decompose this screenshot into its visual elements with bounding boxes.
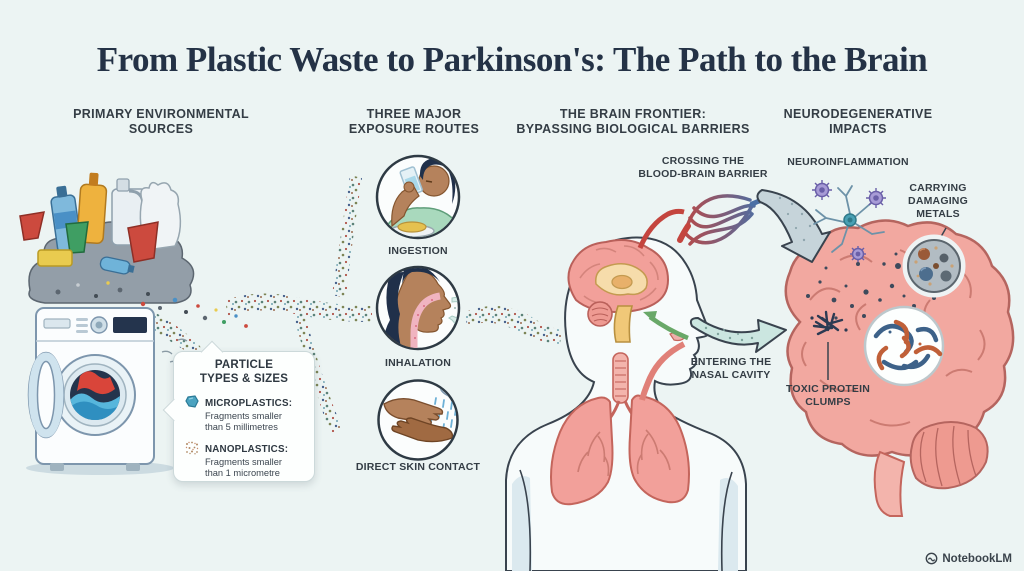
particle-types-callout: PARTICLE TYPES & SIZES MICROPLASTICS: Fr… (162, 340, 315, 482)
label-toxic-protein-clumps: TOXIC PROTEIN CLUMPS (785, 383, 871, 409)
human-head-cross-section-illustration (505, 208, 747, 571)
metal-particles-inset (902, 227, 966, 298)
microplastic-fragment-icon (185, 394, 199, 408)
washing-machine-illustration (26, 307, 174, 475)
plastic-waste-pile-illustration (19, 172, 248, 328)
route-circle-skin-contact (377, 379, 459, 461)
label-entering-nasal-cavity: ENTERING THE NASAL CAVITY (690, 356, 772, 382)
watermark-label: NotebookLM (942, 552, 1012, 565)
label-crossing-blood-brain-barrier: CROSSING THE BLOOD-BRAIN BARRIER (638, 155, 768, 181)
route-circle-ingestion (375, 154, 461, 240)
callout-item-nanoplastics: NANOPLASTICS: Fragments smaller than 1 m… (174, 433, 314, 479)
header-primary-environmental-sources: PRIMARY ENVIRONMENTAL SOURCES (73, 107, 249, 137)
toxic-protein-clump-mark (812, 310, 844, 336)
header-brain-frontier: THE BRAIN FRONTIER: BYPASSING BIOLOGICAL… (516, 107, 750, 137)
microglia-cell-icon (850, 246, 866, 262)
label-inhalation: INHALATION (385, 357, 451, 369)
nanoplastics-definition: Fragments smaller than 1 micrometre (205, 456, 282, 478)
notebooklm-watermark: NotebookLM (925, 552, 1012, 565)
callout-item-microplastics: MICROPLASTICS: Fragments smaller than 5 … (174, 387, 314, 433)
label-direct-skin-contact: DIRECT SKIN CONTACT (355, 461, 481, 473)
route-circle-inhalation (375, 265, 461, 351)
microglia-cell-icon (866, 188, 886, 208)
header-three-major-exposure-routes: THREE MAJOR EXPOSURE ROUTES (348, 107, 480, 137)
header-neurodegenerative-impacts: NEURODEGENERATIVE IMPACTS (783, 107, 933, 137)
label-ingestion: INGESTION (388, 245, 448, 257)
page-title: From Plastic Waste to Parkinson's: The P… (96, 40, 928, 79)
protein-clumps-inset (863, 305, 945, 387)
microplastics-term: MICROPLASTICS: (205, 397, 293, 409)
notebooklm-logo-icon (925, 552, 938, 565)
blood-brain-barrier-arrow (756, 189, 831, 263)
label-neuroinflammation: NEUROINFLAMMATION (787, 156, 909, 168)
label-carrying-damaging-metals: CARRYING DAMAGING METALS (908, 182, 968, 221)
callout-title: PARTICLE TYPES & SIZES (199, 359, 289, 385)
microplastics-definition: Fragments smaller than 5 millimetres (205, 410, 282, 432)
neuron-with-microglia-illustration (812, 180, 886, 262)
capillary-network-illustration (677, 194, 771, 246)
microplastic-particle-stream (150, 175, 562, 434)
nanoplastic-speckles-icon (185, 441, 199, 455)
microglia-cell-icon (812, 180, 832, 200)
nanoplastics-term: NANOPLASTICS: (205, 443, 289, 455)
nasal-cavity-arrow (689, 317, 787, 353)
